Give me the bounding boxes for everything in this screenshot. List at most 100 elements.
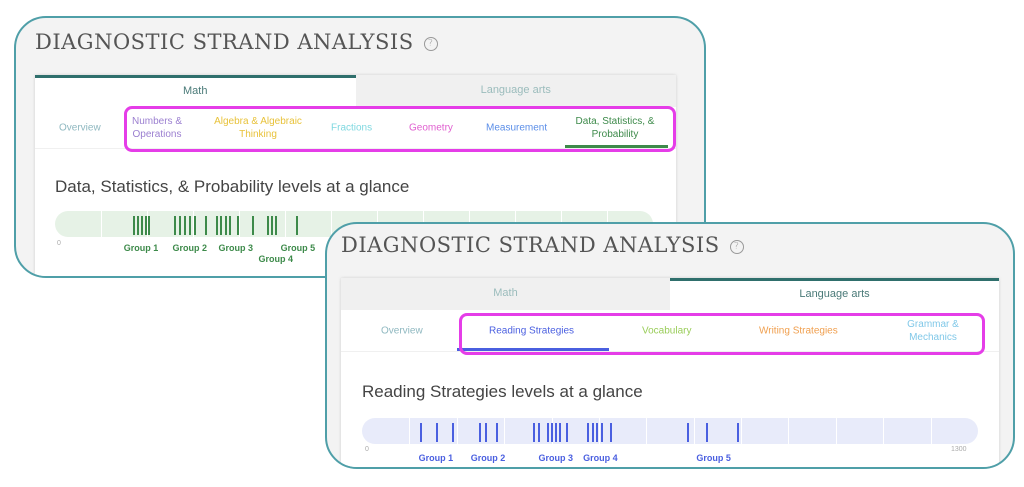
- bar-divider: [741, 418, 743, 444]
- highlight-box: [124, 106, 676, 152]
- student-tick[interactable]: [237, 216, 240, 235]
- tab-math[interactable]: Math: [35, 75, 356, 107]
- levels-bar: [362, 418, 978, 444]
- bar-divider: [193, 211, 194, 237]
- group-label[interactable]: Group 5: [696, 453, 731, 463]
- student-tick[interactable]: [496, 423, 499, 442]
- group-label[interactable]: Group 3: [218, 243, 254, 253]
- student-tick[interactable]: [596, 423, 599, 442]
- card-title: DIAGNOSTIC STRAND ANALYSIS?: [341, 233, 744, 257]
- tab-language-arts[interactable]: Language arts: [670, 278, 999, 310]
- student-tick[interactable]: [136, 216, 139, 235]
- bar-divider: [883, 418, 885, 444]
- student-tick[interactable]: [601, 423, 604, 442]
- strand-panel: Math Language arts Overview Reading Stra…: [341, 278, 999, 467]
- subtab-measurement[interactable]: Measurement: [486, 122, 548, 133]
- bar-divider: [504, 418, 506, 444]
- active-subtab-underline: [565, 145, 668, 148]
- subtab-grammar-mechanics[interactable]: Grammar & Mechanics: [907, 318, 959, 343]
- subtab-algebra[interactable]: Algebra & Algebraic Thinking: [214, 115, 302, 140]
- subtab-geometry[interactable]: Geometry: [409, 122, 453, 133]
- student-tick[interactable]: [274, 216, 277, 235]
- student-tick[interactable]: [687, 423, 690, 442]
- student-tick[interactable]: [267, 216, 270, 235]
- student-tick[interactable]: [216, 216, 218, 235]
- help-icon[interactable]: ?: [729, 239, 744, 254]
- glance-heading: Reading Strategies levels at a glance: [362, 382, 643, 401]
- student-tick[interactable]: [587, 423, 590, 442]
- student-tick[interactable]: [706, 423, 708, 442]
- strand-analysis-card-language-arts: DIAGNOSTIC STRAND ANALYSIS? Math Languag…: [325, 222, 1015, 469]
- bar-divider: [239, 211, 240, 237]
- help-icon[interactable]: ?: [423, 36, 438, 51]
- student-tick[interactable]: [179, 216, 182, 235]
- bar-divider: [930, 418, 932, 444]
- group-label[interactable]: Group 1: [418, 453, 454, 463]
- student-tick[interactable]: [592, 423, 595, 442]
- student-tick[interactable]: [133, 216, 136, 235]
- subtab-fractions[interactable]: Fractions: [331, 122, 373, 133]
- student-tick[interactable]: [204, 216, 207, 235]
- bar-divider: [456, 418, 458, 444]
- student-tick[interactable]: [147, 216, 150, 235]
- student-tick[interactable]: [551, 423, 554, 442]
- student-tick[interactable]: [271, 216, 274, 235]
- student-tick[interactable]: [533, 423, 536, 442]
- student-tick[interactable]: [174, 216, 177, 235]
- subtab-numbers-operations[interactable]: Numbers & Operations: [131, 115, 182, 140]
- group-label[interactable]: Group 1: [123, 243, 159, 253]
- bar-divider: [693, 418, 695, 444]
- group-label[interactable]: Group 5: [280, 243, 316, 253]
- student-tick[interactable]: [228, 216, 231, 235]
- active-subtab-underline: [457, 348, 609, 351]
- bar-divider: [147, 211, 148, 237]
- bar-divider: [409, 418, 411, 444]
- highlight-box: [459, 313, 985, 355]
- student-tick[interactable]: [547, 423, 550, 442]
- title-text: DIAGNOSTIC STRAND ANALYSIS: [35, 30, 414, 54]
- subtab-writing-strategies[interactable]: Writing Strategies: [759, 325, 838, 336]
- student-tick[interactable]: [183, 216, 186, 235]
- bar-divider: [835, 418, 837, 444]
- student-tick[interactable]: [220, 216, 223, 235]
- student-tick[interactable]: [251, 216, 254, 235]
- group-label[interactable]: Group 3: [538, 453, 574, 463]
- student-tick[interactable]: [435, 423, 438, 442]
- bar-divider: [285, 211, 286, 237]
- strand-analysis-card-math: DIAGNOSTIC STRAND ANALYSIS? Math Languag…: [14, 16, 706, 278]
- student-tick[interactable]: [296, 216, 299, 235]
- bar-divider: [101, 211, 102, 237]
- student-tick[interactable]: [736, 423, 739, 442]
- student-tick[interactable]: [479, 423, 482, 442]
- student-tick[interactable]: [452, 423, 455, 442]
- student-tick[interactable]: [145, 216, 148, 235]
- tab-math[interactable]: Math: [341, 278, 670, 310]
- student-tick[interactable]: [188, 216, 191, 235]
- subject-tabs: Math Language arts: [341, 278, 999, 310]
- group-label[interactable]: Group 4: [583, 453, 618, 463]
- group-label[interactable]: Group 4: [258, 254, 294, 264]
- student-tick[interactable]: [141, 216, 144, 235]
- student-tick[interactable]: [225, 216, 228, 235]
- group-label[interactable]: Group 2: [172, 243, 208, 253]
- student-tick[interactable]: [609, 423, 612, 442]
- subtab-reading-strategies[interactable]: Reading Strategies: [489, 325, 575, 336]
- subtab-overview[interactable]: Overview: [59, 122, 101, 133]
- bar-divider: [598, 418, 600, 444]
- student-tick[interactable]: [485, 423, 488, 442]
- student-tick[interactable]: [555, 423, 558, 442]
- tab-language-arts[interactable]: Language arts: [355, 75, 676, 107]
- axis-min: 0: [57, 240, 61, 247]
- subtab-vocabulary[interactable]: Vocabulary: [642, 325, 692, 336]
- group-label[interactable]: Group 2: [470, 453, 506, 463]
- student-tick[interactable]: [566, 423, 569, 442]
- bar-divider: [646, 418, 648, 444]
- student-tick[interactable]: [538, 423, 541, 442]
- subtab-data-statistics[interactable]: Data, Statistics, & Probability: [575, 115, 655, 140]
- glance-heading: Data, Statistics, & Probability levels a…: [55, 177, 410, 196]
- subtab-overview[interactable]: Overview: [381, 325, 423, 336]
- student-tick[interactable]: [559, 423, 562, 442]
- student-tick[interactable]: [193, 216, 196, 235]
- student-tick[interactable]: [419, 423, 422, 442]
- title-text: DIAGNOSTIC STRAND ANALYSIS: [341, 233, 720, 257]
